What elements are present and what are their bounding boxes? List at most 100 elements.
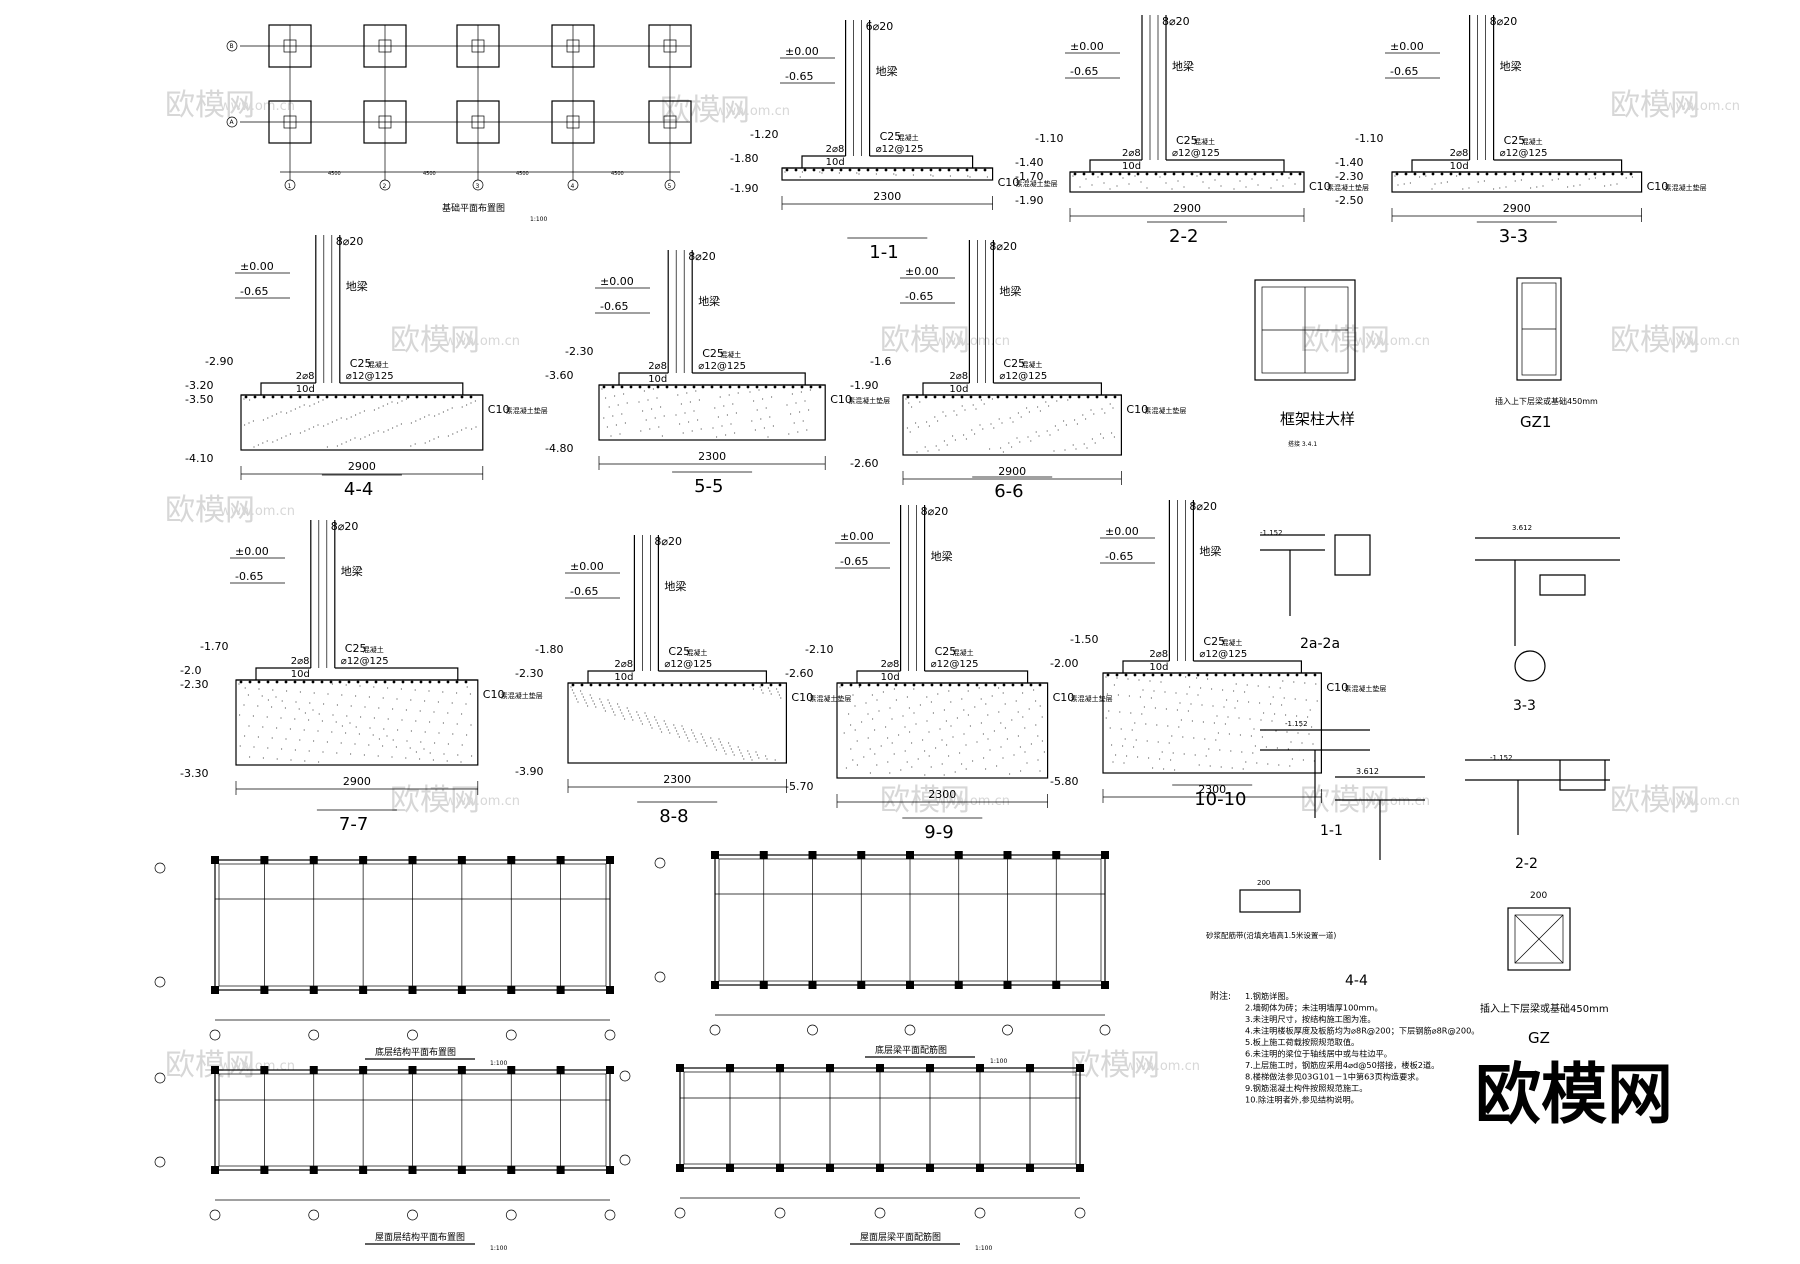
section-level-2: -0.65 [1390, 65, 1418, 78]
plan-column [711, 981, 719, 989]
section-concrete-suffix: 混凝土 [720, 350, 741, 359]
section-aggregate [471, 755, 473, 757]
section-width: 2900 [1173, 202, 1201, 215]
section-aggregate [377, 755, 379, 757]
section-aggregate [969, 176, 971, 178]
watermark-brand: 欧模网 [880, 323, 970, 358]
section-rebar-dot [356, 680, 360, 684]
section-aggregate [1049, 434, 1051, 436]
section-aggregate [272, 689, 274, 691]
section-rebar-dot [1226, 172, 1230, 176]
plan-column [926, 1064, 934, 1072]
section-aggregate [474, 400, 476, 402]
section-rebar-dot [818, 385, 822, 389]
section-aggregate [387, 687, 389, 689]
plan-grid-bubble [604, 1209, 616, 1221]
section-rebar-dot [1077, 395, 1081, 399]
plan-column [826, 1164, 834, 1172]
plan-title: 屋面层结构平面布置图 [375, 1231, 465, 1243]
plan-column [1026, 1064, 1034, 1072]
grid-label: 5 [668, 183, 672, 190]
section-aggregate [1152, 767, 1154, 769]
section-aggregate [913, 688, 915, 690]
section-aggregate [1104, 412, 1106, 414]
section-rebar-dot [433, 395, 437, 399]
section-aggregate [1312, 743, 1314, 745]
section-rebar-dot [1038, 683, 1042, 687]
section-aggregate [1248, 701, 1250, 703]
detail-33-elev: 3.612 [1512, 524, 1532, 532]
plan-grid-bubble [654, 971, 666, 983]
section-stirrup: 2⌀8 [614, 659, 633, 670]
section-aggregate [710, 737, 712, 739]
section-aggregate [1616, 183, 1618, 185]
section-aggregate [695, 738, 697, 740]
section-aggregate [1111, 744, 1113, 746]
section-aggregate [447, 712, 449, 714]
section-anchor: 10d [1149, 662, 1168, 673]
footing-column [283, 115, 297, 129]
section-aggregate [299, 739, 301, 741]
section-aggregate [1251, 178, 1253, 180]
section-aggregate [332, 714, 334, 716]
footing-pad [456, 100, 500, 144]
section-aggregate [313, 426, 315, 428]
section-level-step: -1.80 [535, 643, 563, 656]
section-aggregate [1140, 181, 1142, 183]
plan-grid-bubble [1002, 1024, 1013, 1036]
section-aggregate [943, 774, 945, 776]
section-aggregate [718, 738, 720, 740]
section-width: 2300 [928, 788, 956, 801]
section-aggregate [693, 735, 696, 737]
section-rebar-dot [298, 395, 302, 399]
section-rebar-dot [830, 168, 834, 172]
section-rebar-dot [803, 168, 807, 172]
section-aggregate [601, 388, 603, 390]
section-aggregate [1165, 708, 1167, 710]
note-item: 5.板上施工荷载按照规范取值。 [1245, 1037, 1359, 1047]
section-aggregate [373, 717, 375, 719]
section-concrete-suffix: 混凝土 [953, 648, 974, 657]
section-aggregate [1117, 694, 1119, 696]
section-footing-step [1089, 159, 1285, 172]
section-footing-step [255, 667, 459, 680]
section-aggregate [392, 427, 394, 429]
section-aggregate [1249, 718, 1251, 720]
section-rebar-dot [1104, 395, 1108, 399]
section-aggregate [1156, 724, 1158, 726]
section-aggregate [271, 706, 273, 708]
section-aggregate [985, 703, 987, 705]
section-level-2: -0.65 [1070, 65, 1098, 78]
section-rebar-dot [674, 385, 678, 389]
section-aggregate [1234, 707, 1236, 709]
plan-column [1101, 851, 1109, 859]
section-rebar-dot [1029, 683, 1033, 687]
section-aggregate [1141, 713, 1143, 715]
section-title: 5-5 [694, 476, 723, 497]
section-rebar-dot [1611, 172, 1615, 176]
section-aggregate [1150, 697, 1152, 699]
section-rebar-dot [785, 168, 789, 172]
footing-column [378, 115, 392, 129]
section-aggregate [624, 718, 626, 720]
section-aggregate [692, 732, 694, 734]
section-aggregate [1536, 186, 1538, 188]
footing-column [566, 39, 580, 53]
section-title: 10-10 [1194, 789, 1246, 810]
section-rebar-dot [724, 683, 728, 687]
section-aggregate [1083, 443, 1085, 445]
section-aggregate [267, 747, 269, 749]
section-rebar-dot [911, 168, 915, 172]
section-aggregate [1226, 699, 1228, 701]
section-aggregate [326, 741, 328, 743]
section-aggregate [900, 769, 902, 771]
plan-column [1052, 851, 1061, 859]
section-aggregate [730, 423, 732, 425]
section-aggregate [1208, 187, 1210, 189]
section-aggregate [1045, 401, 1047, 403]
section-stirrup: 2⌀8 [291, 656, 310, 667]
section-rebar-dot [1235, 172, 1239, 176]
section-aggregate [1133, 746, 1135, 748]
